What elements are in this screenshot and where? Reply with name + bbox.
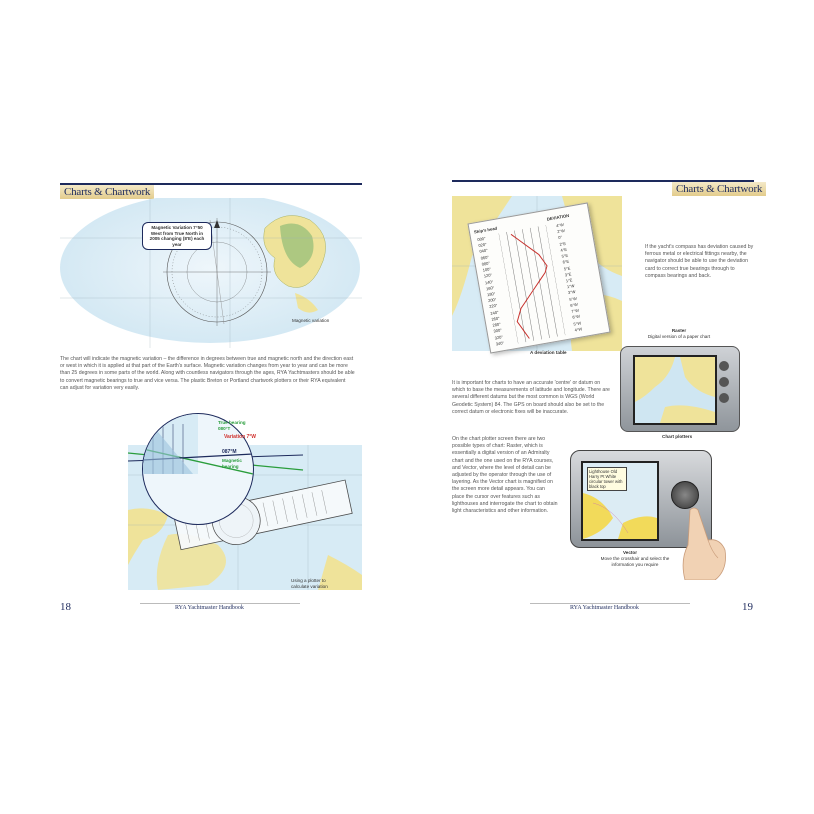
magnifier-lens <box>142 413 254 525</box>
pointing-hand <box>682 507 726 580</box>
vector-plotter-device: Lighthouse Old Harry Pt White circular t… <box>570 450 712 548</box>
raster-screen <box>633 355 717 425</box>
deviation-row-value: 4°W <box>574 326 583 333</box>
vector-screen: Lighthouse Old Harry Pt White circular t… <box>581 461 659 541</box>
raster-plotter-device <box>620 346 740 432</box>
vector-joystick[interactable] <box>671 481 699 509</box>
left-section-title: Charts & Chartwork <box>60 185 155 199</box>
variation-label: Variation 7°W <box>224 434 257 440</box>
deviation-curve <box>498 224 566 344</box>
left-body-paragraph: The chart will indicate the magnetic var… <box>60 356 355 391</box>
caption-plotter: Using a plotter to calculate variation <box>291 578 328 589</box>
raster-title: Raster <box>671 328 687 333</box>
right-page-number: 19 <box>742 601 753 613</box>
right-section-title: Charts & Chartwork <box>672 182 767 196</box>
deviation-header-deviation: DEVIATION <box>546 212 570 222</box>
magnetic-bearing-label: Magnetic bearing <box>222 458 242 469</box>
chart-plotters-caption: Chart plotters <box>662 434 693 439</box>
deviation-row-head: 340° <box>495 339 505 347</box>
deviation-intro: If the yacht's compass has deviation cau… <box>645 244 754 279</box>
left-footer-rule <box>140 603 300 604</box>
right-footer-text: RYA Yachtmaster Handbook <box>570 605 639 611</box>
lighthouse-popup: Lighthouse Old Harry Pt White circular t… <box>587 467 627 491</box>
plotter-paragraph: On the chart plotter screen there are tw… <box>452 436 558 515</box>
deviation-caption: A deviation table <box>530 350 567 355</box>
compass-rose <box>163 218 271 326</box>
right-footer-rule <box>530 603 690 604</box>
caption-magnetic-variation: Magnetic variation <box>292 318 330 323</box>
variation-callout: Magnetic Variation 7°50 West from True N… <box>142 222 212 251</box>
left-page-number: 18 <box>60 601 71 613</box>
deviation-header-ship: Ship's head <box>473 225 498 235</box>
raster-subtitle: Digital version of a paper chart <box>647 334 711 339</box>
datum-paragraph: It is important for charts to have an ac… <box>452 380 610 415</box>
left-footer-text: RYA Yachtmaster Handbook <box>175 605 244 611</box>
vector-title: Vector <box>622 550 638 555</box>
true-bearing-label: True bearing 080°T <box>218 420 246 431</box>
magnetic-variation-chart <box>60 198 362 348</box>
left-header-rule <box>60 183 362 185</box>
vector-subtitle: Move the crosshair and select the inform… <box>600 556 670 567</box>
magnetic-value-label: 087°M <box>222 449 237 455</box>
right-header-rule <box>452 180 754 182</box>
